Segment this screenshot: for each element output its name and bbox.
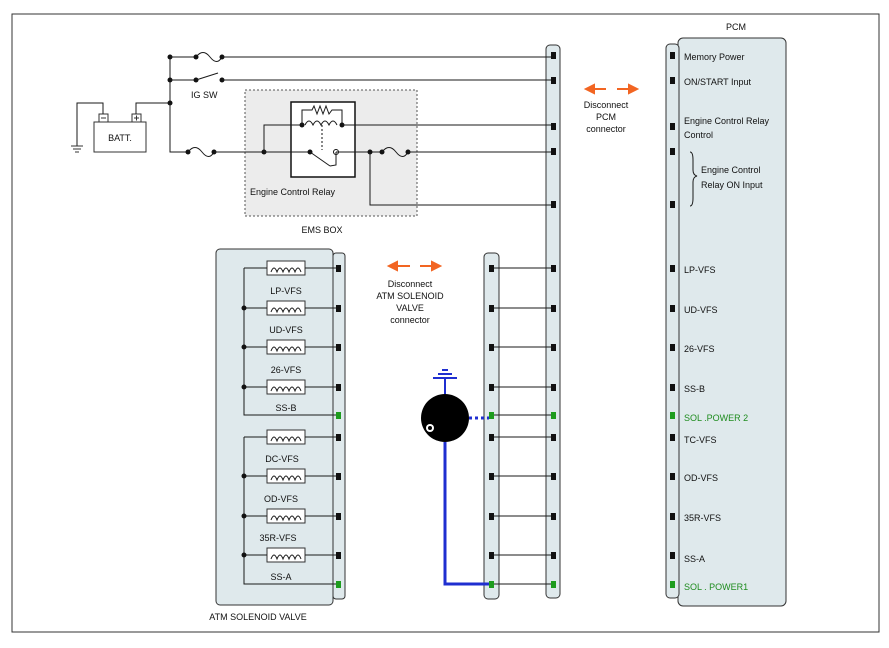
- fuse-icon: [195, 52, 223, 62]
- pcm-pins: [670, 52, 675, 588]
- relay-label: Engine Control Relay: [250, 187, 336, 197]
- atm-side-pins: [489, 265, 494, 588]
- ig-switch-icon: [195, 72, 219, 81]
- pcm-pin: [670, 384, 675, 391]
- atm-solenoid-pins: [336, 265, 341, 588]
- multimeter-probe: [421, 369, 489, 586]
- arrow-left-icon: [386, 260, 398, 272]
- pcm-pin: [670, 344, 675, 351]
- pcm-pin: [670, 305, 675, 312]
- fuse-icon: [187, 147, 215, 157]
- arrow-left-icon: [583, 83, 595, 95]
- solenoid-group-2: DC-VFS OD-VFS 35R-VFS SS-A: [241, 429, 336, 585]
- ems-box-label: EMS BOX: [301, 225, 342, 235]
- coil-label-26-vfs: 26-VFS: [271, 365, 302, 375]
- atm-connector-harness-side: [483, 252, 500, 600]
- pcm-label-sol-power-1: SOL . POWER1: [684, 582, 748, 592]
- coil-icon: [304, 120, 338, 127]
- fuse-icon: [381, 147, 409, 157]
- pcm-label-od-vfs: OD-VFS: [684, 473, 718, 483]
- coil-label-ud-vfs: UD-VFS: [269, 325, 303, 335]
- pcm-label-ud-vfs: UD-VFS: [684, 305, 718, 315]
- pcm-pin: [670, 148, 675, 155]
- coil-label-ss-b: SS-B: [275, 403, 296, 413]
- disconnect-atm-line1: Disconnect: [388, 279, 433, 289]
- pcm-pin: [670, 552, 675, 559]
- disconnect-atm-line4: connector: [390, 315, 430, 325]
- pcm-pin-sol-power: [670, 412, 675, 419]
- pcm-pin: [670, 513, 675, 520]
- arrow-right-icon: [431, 260, 443, 272]
- resistor-icon: [301, 104, 343, 125]
- meter-icon: [421, 394, 469, 442]
- coil-label-35r-vfs: 35R-VFS: [259, 533, 296, 543]
- battery-label: BATT.: [108, 133, 132, 143]
- disconnect-pcm-arrows: [583, 83, 640, 95]
- harness-wires: [494, 267, 551, 585]
- pcm-label-ss-b: SS-B: [684, 384, 705, 394]
- harness-connector-pcm-side: [545, 44, 561, 599]
- atm-solenoid-connector: [332, 252, 346, 600]
- ig-sw-label: IG SW: [191, 90, 218, 100]
- pcm-label-26-vfs: 26-VFS: [684, 344, 715, 354]
- coil-label-dc-vfs: DC-VFS: [265, 454, 299, 464]
- battery: BATT.: [71, 102, 170, 153]
- pcm-label-on-start: ON/START Input: [684, 77, 752, 87]
- pcm-pin: [670, 201, 675, 208]
- relay-switch-icon: [309, 151, 331, 167]
- pcm-pin: [670, 473, 675, 480]
- battery-icon: [93, 121, 147, 153]
- disconnect-pcm-line2: PCM: [596, 112, 616, 122]
- pcm-pin: [670, 265, 675, 272]
- arrow-right-icon: [628, 83, 640, 95]
- diagram-border: [11, 13, 880, 633]
- harness-pins: [551, 52, 556, 588]
- disconnect-atm-line2: ATM SOLENOID: [376, 291, 444, 301]
- atm-solenoid-title: ATM SOLENOID VALVE: [209, 612, 307, 622]
- pcm-label-lp-vfs: LP-VFS: [684, 265, 716, 275]
- pcm-label-ecr-on: Engine Control: [701, 165, 761, 175]
- coil-label-ss-a: SS-A: [270, 572, 291, 582]
- pcm-pin: [670, 434, 675, 441]
- pcm-label-tc-vfs: TC-VFS: [684, 435, 717, 445]
- meter-lead-ground: [443, 442, 489, 586]
- pcm-pin: [670, 77, 675, 84]
- pcm-pin: [670, 52, 675, 59]
- pcm-label-ecr: Engine Control Relay: [684, 116, 770, 126]
- solenoid-group-1: LP-VFS UD-VFS 26-VFS SS-B: [241, 260, 336, 416]
- pcm-label-memory-power: Memory Power: [684, 52, 745, 62]
- pcm-label-35r-vfs: 35R-VFS: [684, 513, 721, 523]
- pcm-title: PCM: [726, 22, 746, 32]
- coil-label-lp-vfs: LP-VFS: [270, 286, 302, 296]
- disconnect-atm-line3: VALVE: [396, 303, 424, 313]
- pcm-label-ecr-control: Control: [684, 130, 713, 140]
- pcm-pin-labels: Memory Power ON/START Input Engine Contr…: [684, 52, 770, 592]
- pcm-pin: [670, 123, 675, 130]
- coil-label-od-vfs: OD-VFS: [264, 494, 298, 504]
- pcm-label-sol-power-2: SOL .POWER 2: [684, 413, 748, 423]
- disconnect-pcm-line1: Disconnect: [584, 100, 629, 110]
- pcm-pin-sol-power: [670, 581, 675, 588]
- disconnect-atm-arrows: [386, 260, 443, 272]
- pcm-connector: [665, 43, 680, 599]
- brace-icon: [689, 151, 698, 207]
- pcm-label-ss-a: SS-A: [684, 554, 705, 564]
- disconnect-pcm-line3: connector: [586, 124, 626, 134]
- pcm-label-ecr-on-input: Relay ON Input: [701, 180, 763, 190]
